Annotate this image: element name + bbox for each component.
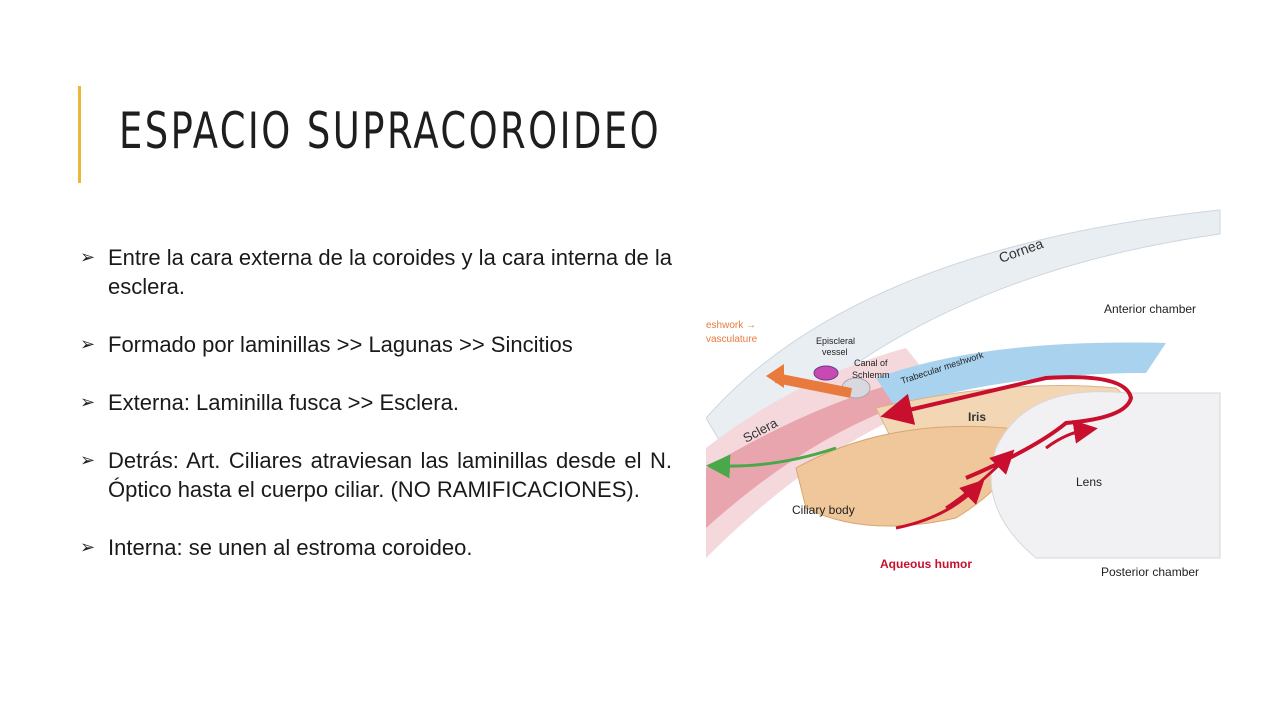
aqueous-flow-arrow-main	[880, 375, 1134, 480]
label-meshwork: eshwork →	[706, 320, 756, 331]
arrow-bullet-icon: ➢	[80, 450, 96, 470]
label-ciliary-body: Ciliary body	[792, 503, 855, 517]
arrow-bullet-icon: ➢	[80, 392, 96, 412]
episcleral-vessel-shape	[813, 365, 839, 381]
bullet-list: ➢Entre la cara externa de la coroides y …	[78, 243, 672, 591]
title-accent-bar	[78, 86, 81, 183]
eye-anatomy-figure: Cornea Anterior chamber eshwork → vascul…	[705, 208, 1236, 580]
bullet-item: ➢Interna: se unen al estroma coroideo.	[80, 535, 473, 560]
bullet-item: ➢Externa: Laminilla fusca >> Esclera.	[80, 390, 459, 415]
aqueous-flow-arrow-3	[1045, 419, 1098, 450]
label-schlemm: Schlemm	[852, 370, 890, 380]
label-lens: Lens	[1076, 475, 1102, 489]
uveoscleral-outflow-arrow	[706, 446, 837, 479]
label-posterior-chamber: Posterior chamber	[1101, 565, 1199, 579]
label-canal-of: Canal of	[854, 358, 888, 368]
arrow-bullet-icon: ➢	[80, 334, 96, 354]
conventional-outflow-arrow	[775, 373, 852, 398]
label-iris: Iris	[968, 410, 986, 424]
label-vasculature: vasculature	[706, 334, 758, 345]
slide-title: ESPACIO SUPRACOROIDEO	[119, 102, 662, 160]
lens-shape	[990, 391, 1221, 559]
arrow-bullet-icon: ➢	[80, 247, 96, 267]
label-anterior-chamber: Anterior chamber	[1104, 302, 1196, 316]
conventional-outflow-arrowhead	[766, 364, 784, 388]
label-episcleral: Episcleral	[816, 336, 855, 346]
label-vessel: vessel	[822, 347, 848, 357]
aqueous-flow-arrow-2	[895, 479, 985, 530]
ciliary-muscle-shape	[706, 383, 906, 528]
bullet-item: ➢Formado por laminillas >> Lagunas >> Si…	[80, 332, 573, 357]
label-aqueous-humor: Aqueous humor	[880, 557, 972, 571]
eye-anatomy-illustration: Cornea Anterior chamber eshwork → vascul…	[705, 209, 1221, 579]
trabecular-meshwork-shape	[876, 342, 1166, 408]
bullet-item: ➢Entre la cara externa de la coroides y …	[80, 245, 672, 299]
bullet-item: ➢Detrás: Art. Ciliares atraviesan las la…	[80, 448, 672, 502]
arrow-bullet-icon: ➢	[80, 537, 96, 557]
